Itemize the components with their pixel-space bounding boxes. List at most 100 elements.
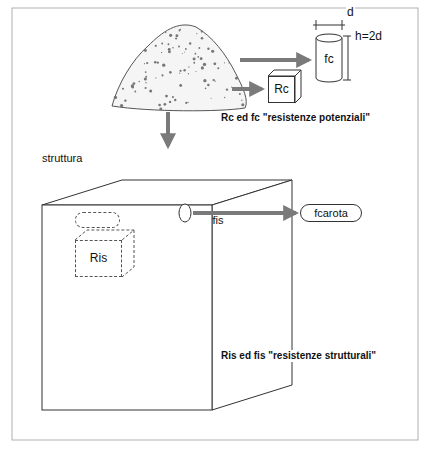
aggregate-dot <box>212 79 214 81</box>
virtual-cylinder: fis <box>75 212 120 228</box>
aggregate-dot <box>172 96 174 98</box>
aggregate-dot <box>145 71 147 73</box>
structure-heading: struttura <box>42 152 82 164</box>
aggregate-dot <box>207 48 209 50</box>
aggregate-dot <box>203 79 206 82</box>
aggregate-texture <box>114 29 245 111</box>
aggregate-dot <box>165 95 168 98</box>
aggregate-dot <box>168 50 171 53</box>
aggregate-dot <box>145 82 146 83</box>
aggregate-dot <box>144 63 145 64</box>
core-hole <box>179 204 191 222</box>
aggregate-dot <box>228 62 229 63</box>
aggregate-dot <box>125 100 126 101</box>
aggregate-dot <box>198 47 200 49</box>
aggregate-dot <box>172 47 174 49</box>
virtual-cube <box>75 230 134 277</box>
aggregate-dot <box>185 48 187 50</box>
aggregate-dot <box>200 57 203 60</box>
aggregate-dot <box>165 32 166 33</box>
aggregate-dot <box>155 77 156 78</box>
aggregate-dot <box>189 42 191 44</box>
aggregate-dot <box>179 30 181 32</box>
caption-note: Ris ed fis "resistenze strutturali" <box>220 350 377 362</box>
aggregate-dot <box>211 98 212 99</box>
aggregate-dot <box>174 99 176 101</box>
core-specimen: fcarota <box>300 204 362 222</box>
aggregate-dot <box>169 71 172 74</box>
arrow <box>232 87 262 91</box>
aggregate-dot <box>224 62 225 63</box>
cube-specimen <box>268 70 301 103</box>
aggregate-dot <box>188 66 189 67</box>
virtual-cube-face: Ris <box>75 240 122 277</box>
aggregate-dot <box>201 66 204 69</box>
aggregate-dot <box>207 84 210 87</box>
aggregate-dot <box>175 37 177 39</box>
aggregate-dot <box>161 52 162 53</box>
arrow <box>166 112 170 146</box>
aggregate-dot <box>133 82 136 85</box>
aggregate-dot <box>201 37 204 40</box>
dimension-marks <box>313 20 351 80</box>
specimen-label: Ris <box>90 252 107 265</box>
aggregate-dot <box>182 53 183 54</box>
aggregate-dot <box>138 81 140 83</box>
structure-box: fisRisstruttura <box>42 180 292 410</box>
cylinder-label-box: fc <box>316 44 342 76</box>
cube-box: Rc <box>268 76 295 103</box>
aggregate-dot <box>155 45 157 47</box>
arrow <box>240 58 309 62</box>
aggregate-dot <box>114 96 117 99</box>
specimen-label: fc <box>324 53 333 66</box>
aggregate-dot <box>167 43 169 45</box>
aggregate-dot <box>226 88 228 90</box>
aggregate-dot <box>161 43 163 45</box>
aggregate-dot <box>202 67 203 68</box>
aggregate-dot <box>122 88 124 90</box>
aggregate-dot <box>235 77 238 80</box>
aggregate-dot <box>188 73 189 74</box>
aggregate-dot <box>154 61 157 64</box>
aggregate-dot <box>196 71 197 72</box>
aggregate-dot <box>146 62 148 64</box>
aggregate-dot <box>224 97 225 98</box>
aggregate-dot <box>169 101 171 103</box>
aggregate-dot <box>162 63 165 66</box>
aggregate-dot <box>187 102 188 103</box>
aggregate-dot <box>179 70 181 72</box>
aggregate-dot <box>184 52 185 53</box>
aggregate-dot <box>205 88 207 90</box>
aggregate-dot <box>185 102 187 104</box>
aggregate-dot <box>120 104 123 107</box>
aggregate-dot <box>124 99 126 101</box>
aggregate-dot <box>179 84 182 87</box>
aggregate-dot <box>134 91 136 93</box>
aggregate-dot <box>161 74 163 76</box>
dimension-label: h=2d <box>354 30 383 44</box>
aggregate-dot <box>217 67 219 69</box>
aggregate-dot <box>183 69 185 71</box>
frame <box>12 8 418 440</box>
aggregate-dot <box>159 108 162 111</box>
aggregate-dot <box>197 56 199 58</box>
aggregate-dot <box>239 93 241 95</box>
aggregate-dot <box>241 99 242 100</box>
aggregate-dot <box>144 77 147 80</box>
aggregate-dot <box>178 46 180 48</box>
aggregate-dot <box>179 73 180 74</box>
arrow <box>193 211 296 215</box>
aggregate-dot <box>241 103 244 106</box>
aggregate-dot <box>193 58 196 61</box>
aggregate-dot <box>149 89 152 92</box>
specimen-label: Rc <box>274 83 289 96</box>
aggregate-dot <box>175 34 178 37</box>
aggregate-dot <box>144 49 147 52</box>
cylinder-specimen <box>316 34 342 82</box>
aggregate-dot <box>203 63 206 66</box>
aggregate-dot <box>196 33 197 34</box>
aggregate-dot <box>163 103 166 106</box>
specimen-label: fcarota <box>314 207 348 219</box>
aggregate-dot <box>145 87 147 89</box>
aggregate-dot <box>231 87 232 88</box>
